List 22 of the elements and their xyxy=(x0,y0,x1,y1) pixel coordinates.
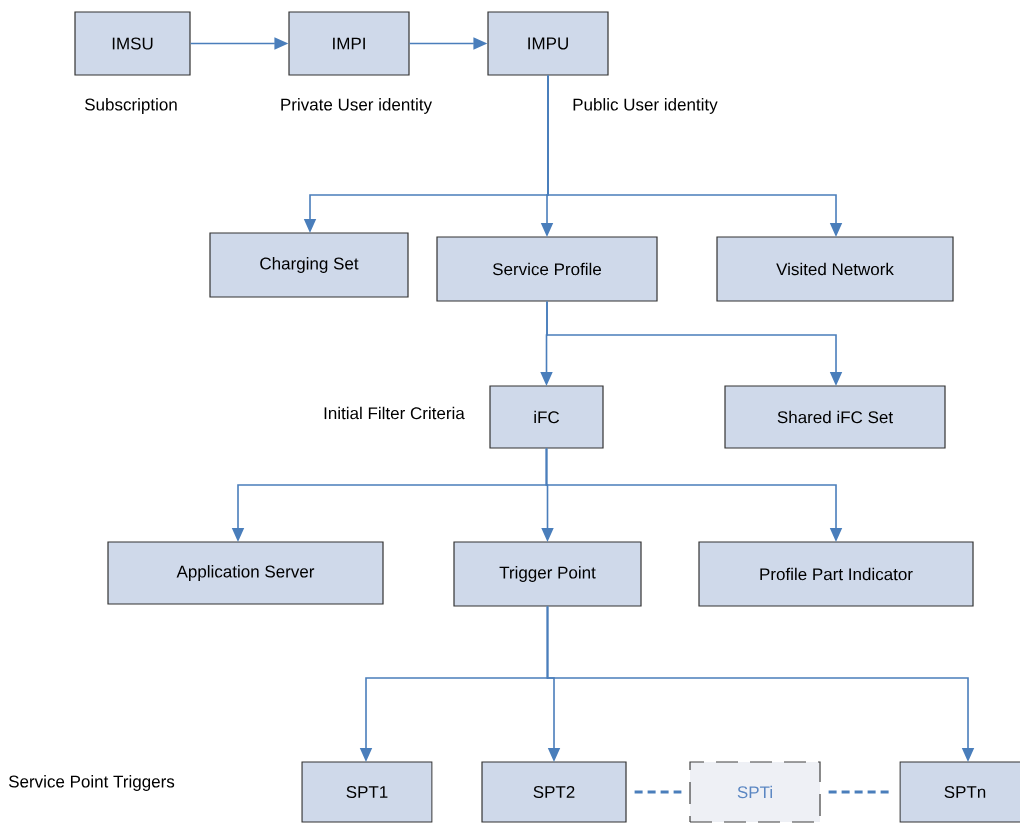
process-box: Visited Network xyxy=(716,236,954,302)
caption-text: Initial Filter Criteria xyxy=(324,406,465,420)
caption-text: Private User identity xyxy=(281,98,432,114)
process-box: SPTn xyxy=(899,761,1020,823)
process-box: Shared iFC Set xyxy=(724,385,946,449)
process-box: IMPI xyxy=(288,11,410,76)
row-label: Service Point Triggers xyxy=(8,775,175,791)
process-box: IMPU xyxy=(487,11,609,76)
process-box: IMSU xyxy=(74,11,191,76)
placeholder-box: SPTi xyxy=(689,761,821,823)
process-box: Charging Set xyxy=(209,232,409,298)
process-box: iFC xyxy=(489,385,604,449)
connector-line xyxy=(828,790,892,794)
caption-text: Public User identity xyxy=(573,98,718,114)
process-box: SPT2 xyxy=(481,761,627,823)
process-box: Service Profile xyxy=(436,236,658,302)
caption-text: Subscription xyxy=(85,98,177,114)
process-box: Application Server xyxy=(107,541,384,605)
process-box: SPT1 xyxy=(301,761,433,823)
process-box: Profile Part Indicator xyxy=(698,541,974,607)
connector-line xyxy=(634,790,682,794)
process-box: Trigger Point xyxy=(453,541,642,607)
